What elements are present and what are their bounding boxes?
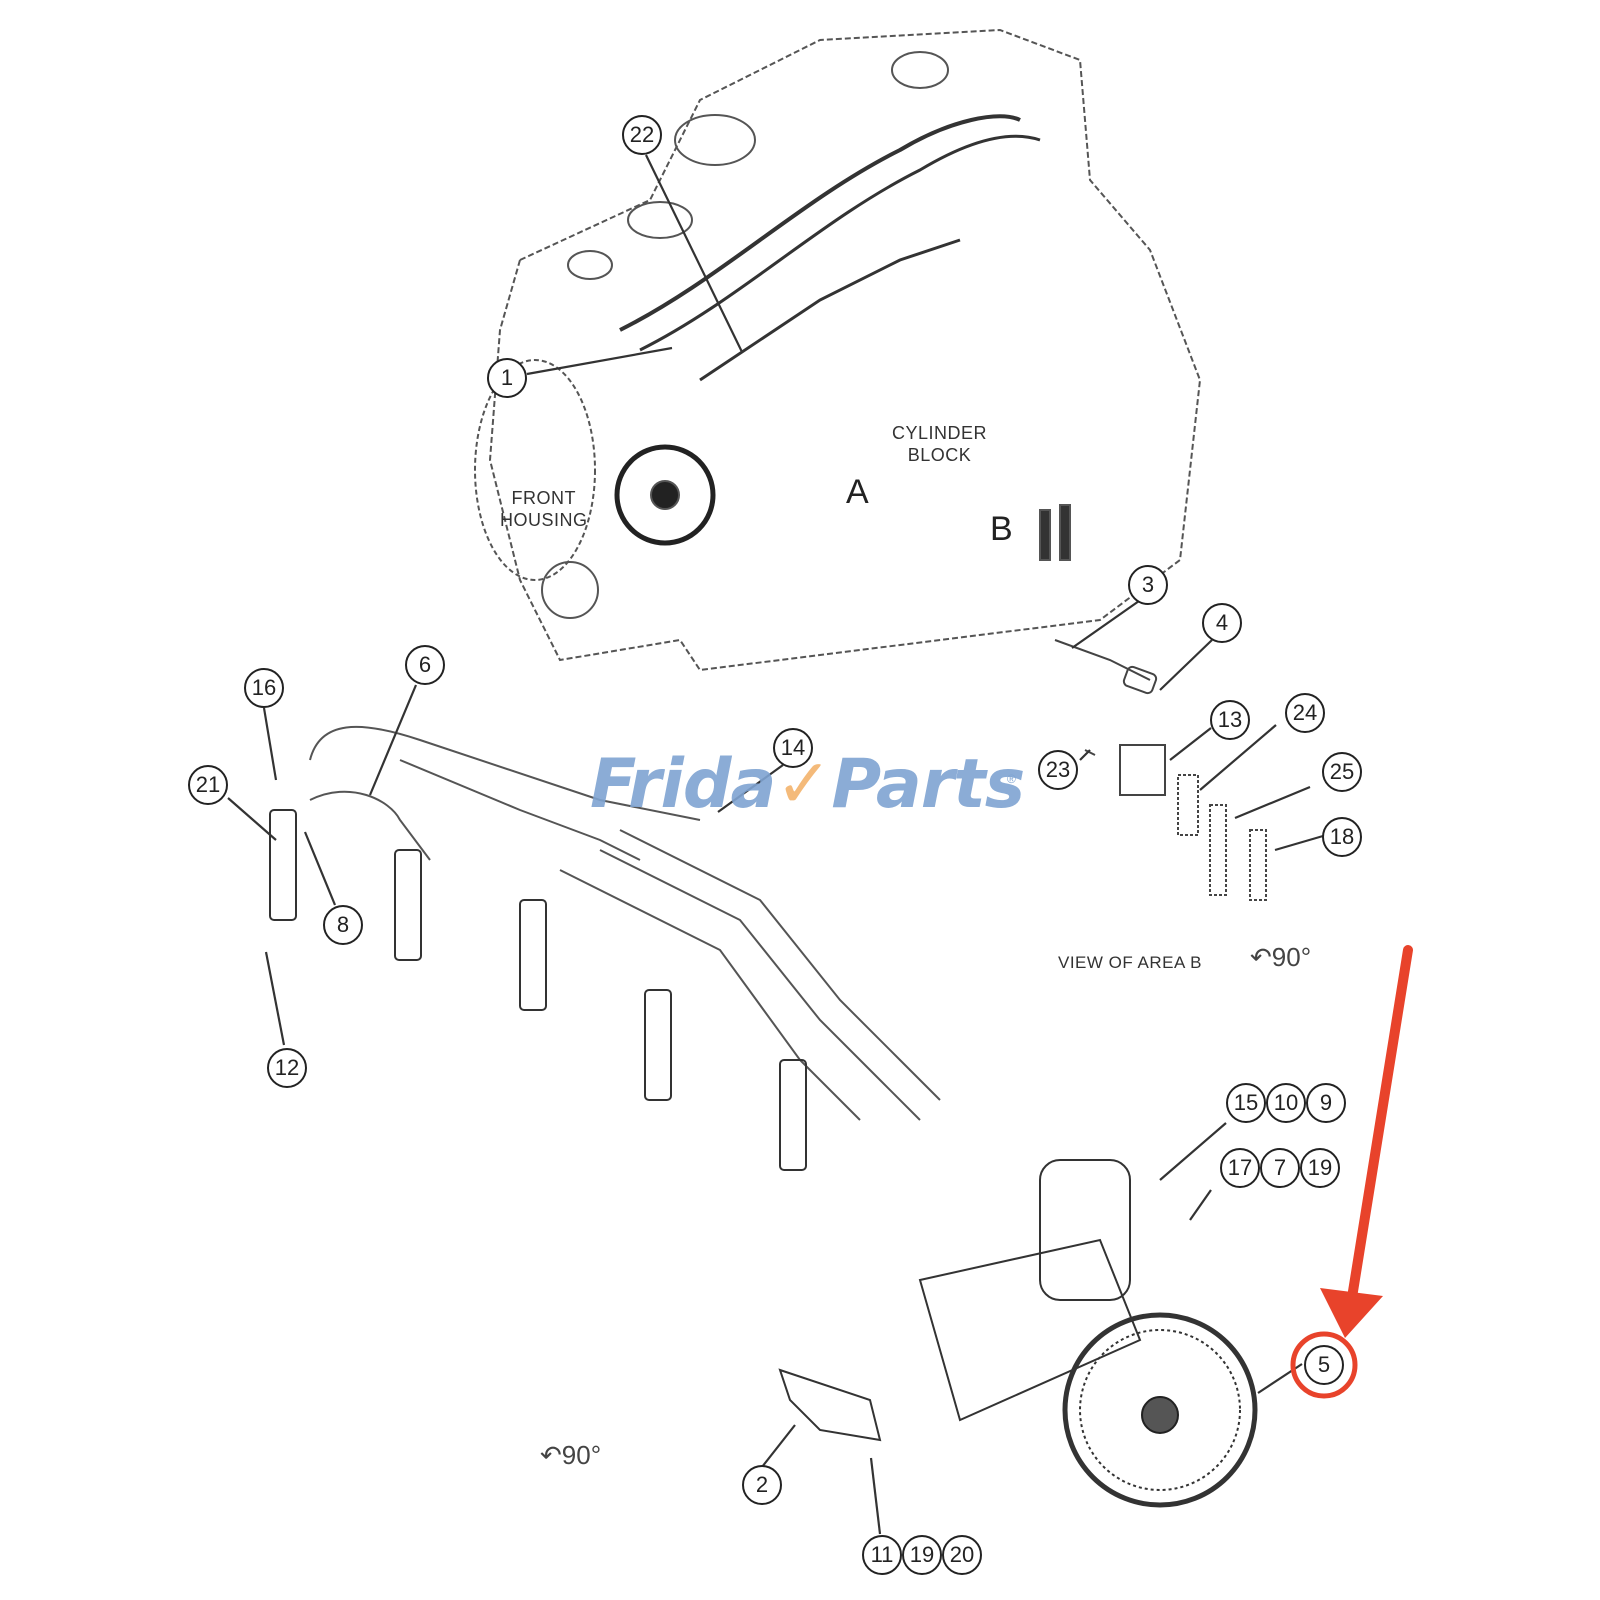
- callout-14[interactable]: 14: [773, 728, 813, 768]
- callout-3[interactable]: 3: [1128, 565, 1168, 605]
- highlight-arrow: [1290, 945, 1413, 1399]
- callout-21[interactable]: 21: [188, 765, 228, 805]
- callout-8[interactable]: 8: [323, 905, 363, 945]
- callout-1[interactable]: 1: [487, 358, 527, 398]
- leader-lines: [227, 154, 1324, 1535]
- front-housing-label: FRONT HOUSING: [500, 488, 588, 530]
- callout-15[interactable]: 15: [1226, 1083, 1266, 1123]
- area-b-parts-drawing: [1054, 639, 1267, 901]
- callout-4[interactable]: 4: [1202, 603, 1242, 643]
- area-b-label: B: [990, 510, 1013, 548]
- callout-5[interactable]: 5: [1304, 1345, 1344, 1385]
- registered-mark: ®: [1007, 772, 1016, 786]
- callout-18[interactable]: 18: [1322, 817, 1362, 857]
- engine-drawing: [474, 28, 1202, 672]
- callout-17[interactable]: 17: [1220, 1148, 1260, 1188]
- view-of-area-b-label: VIEW OF AREA B: [1058, 953, 1202, 972]
- rotate-arrow-icon: ↶: [540, 1440, 562, 1470]
- rotation-90-area-b: ↶90°: [1250, 942, 1312, 972]
- callout-19-upper[interactable]: 19: [1300, 1148, 1340, 1188]
- callout-6[interactable]: 6: [405, 645, 445, 685]
- fuel-rail-drawing: [269, 725, 1258, 1508]
- callout-13[interactable]: 13: [1210, 700, 1250, 740]
- highlight-circle: [1290, 1331, 1358, 1399]
- callout-12[interactable]: 12: [267, 1048, 307, 1088]
- rotate-arrow-icon: ↶: [1250, 942, 1272, 972]
- callout-10[interactable]: 10: [1266, 1083, 1306, 1123]
- fridayparts-watermark: Frida✓Parts: [590, 745, 1025, 824]
- callout-9[interactable]: 9: [1306, 1083, 1346, 1123]
- callout-2[interactable]: 2: [742, 1465, 782, 1505]
- callout-20[interactable]: 20: [942, 1535, 982, 1575]
- callout-23[interactable]: 23: [1038, 750, 1078, 790]
- callout-24[interactable]: 24: [1285, 693, 1325, 733]
- callout-16[interactable]: 16: [244, 668, 284, 708]
- callout-25[interactable]: 25: [1322, 752, 1362, 792]
- callout-19-lower[interactable]: 19: [902, 1535, 942, 1575]
- callout-22[interactable]: 22: [622, 115, 662, 155]
- callout-11[interactable]: 11: [862, 1535, 902, 1575]
- rotation-90-main: ↶90°: [540, 1440, 602, 1470]
- area-a-label: A: [846, 473, 869, 511]
- cylinder-block-label: CYLINDER BLOCK: [892, 423, 988, 465]
- callout-7[interactable]: 7: [1260, 1148, 1300, 1188]
